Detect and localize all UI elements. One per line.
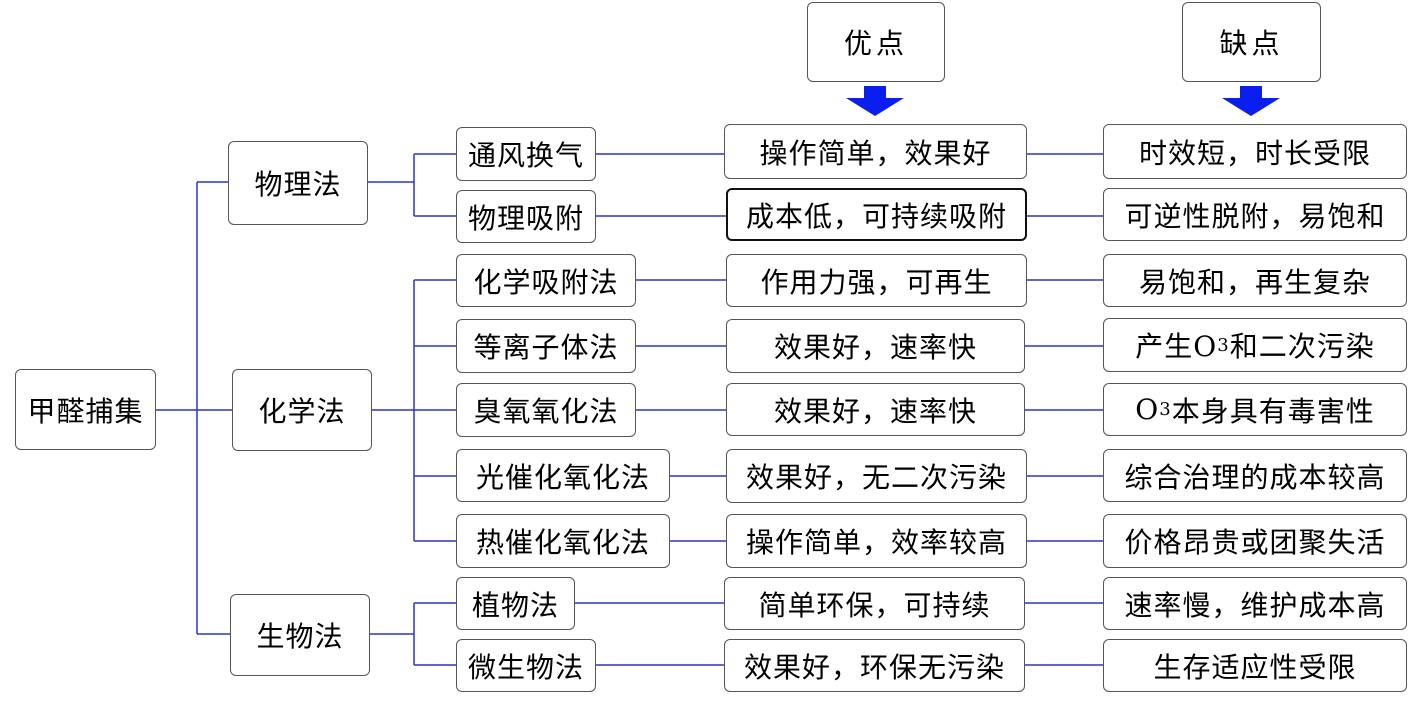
method-plasma: 等离子体法 — [456, 319, 636, 373]
con-ozone-suffix: 本身具有毒害性 — [1171, 394, 1375, 428]
pro-plant: 简单环保，可持续 — [724, 577, 1025, 630]
method-plant: 植物法 — [456, 577, 575, 630]
con-ventilation: 时效短，时长受限 — [1103, 124, 1407, 179]
advantages-header: 优点 — [807, 2, 945, 82]
method-photocatalytic-oxidation: 光催化氧化法 — [456, 449, 670, 502]
pro-physical-adsorption: 成本低，可持续吸附 — [726, 188, 1027, 241]
con-physical-adsorption: 可逆性脱附，易饱和 — [1103, 188, 1407, 241]
con-chemical-adsorption: 易饱和，再生复杂 — [1103, 254, 1407, 307]
method-ozone-oxidation: 臭氧氧化法 — [456, 383, 636, 437]
con-ozone-prefix: O — [1135, 393, 1160, 426]
category-physical: 物理法 — [228, 141, 368, 225]
category-biological: 生物法 — [230, 594, 370, 676]
con-microbial: 生存适应性受限 — [1103, 639, 1407, 692]
method-chemical-adsorption: 化学吸附法 — [456, 254, 636, 307]
method-physical-adsorption: 物理吸附 — [456, 190, 596, 243]
pro-microbial: 效果好，环保无污染 — [724, 639, 1025, 692]
method-microbial: 微生物法 — [456, 639, 596, 692]
con-plasma-suffix: 和二次污染 — [1229, 330, 1375, 363]
pro-plasma: 效果好，速率快 — [726, 319, 1025, 373]
method-thermocatalytic-oxidation: 热催化氧化法 — [456, 514, 670, 568]
con-plasma-prefix: 产生O — [1135, 330, 1218, 363]
pro-ozone-oxidation: 效果好，速率快 — [726, 383, 1025, 436]
disadvantages-header: 缺点 — [1182, 2, 1321, 82]
disadvantages-arrow-icon — [1222, 86, 1280, 116]
pro-chemical-adsorption: 作用力强，可再生 — [726, 254, 1027, 307]
method-ventilation: 通风换气 — [456, 127, 596, 181]
con-photocatalytic-oxidation: 综合治理的成本较高 — [1103, 449, 1407, 502]
con-plant: 速率慢，维护成本高 — [1103, 577, 1407, 630]
con-thermocatalytic-oxidation: 价格昂贵或团聚失活 — [1103, 514, 1407, 568]
root-node: 甲醛捕集 — [15, 369, 156, 450]
pro-thermocatalytic-oxidation: 操作简单，效率较高 — [726, 514, 1027, 568]
pro-photocatalytic-oxidation: 效果好，无二次污染 — [726, 449, 1027, 503]
advantages-arrow-icon — [846, 86, 904, 116]
con-ozone-subscript: 3 — [1159, 399, 1172, 420]
pro-ventilation: 操作简单，效果好 — [724, 124, 1027, 179]
category-chemical: 化学法 — [232, 369, 372, 451]
con-plasma-subscript: 3 — [1217, 334, 1230, 356]
